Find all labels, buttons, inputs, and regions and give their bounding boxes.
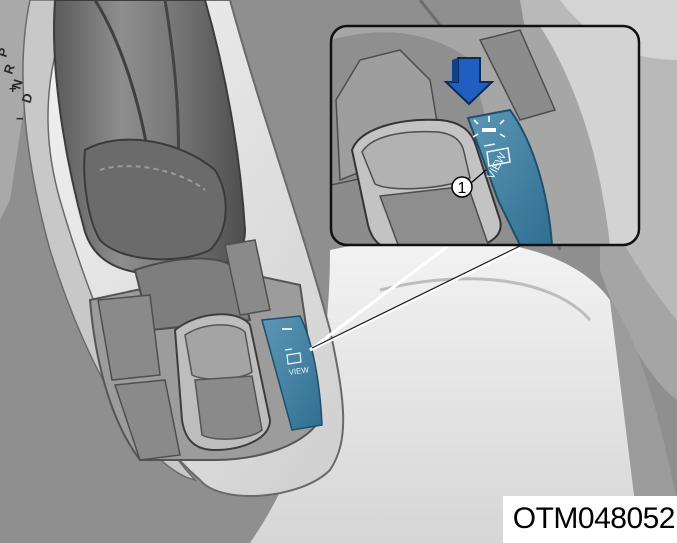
gear-letter-p: P (0, 46, 12, 59)
camera-view-icon (284, 348, 302, 365)
gear-manual-plus: + (9, 81, 17, 96)
indicator-lamp (282, 328, 292, 330)
callout-connector (309, 244, 521, 352)
inset-border (329, 24, 641, 247)
view-label-main: VIEW (288, 365, 310, 377)
press-down-arrow-icon (443, 57, 495, 106)
armrest (250, 238, 677, 543)
shifter-boot (53, 0, 247, 277)
figure-code: OTM048052 (512, 502, 676, 535)
callout-connector-outline (311, 245, 521, 349)
callout-number-text: 1 (458, 180, 467, 197)
indicator-lamp-lit (472, 116, 506, 138)
gear-manual-minus: − (16, 111, 24, 126)
drive-mode-lever (173, 313, 272, 452)
gear-letter-n: N (9, 77, 26, 91)
callout-number-1: 1 (451, 169, 487, 198)
view-button-main: VIEW (261, 315, 323, 431)
figure-code-box: OTM048052 (503, 496, 677, 543)
gear-letter-d: D (19, 91, 36, 105)
camera-view-icon-zoom (483, 143, 511, 167)
zoom-inset: VIEW (329, 24, 641, 247)
